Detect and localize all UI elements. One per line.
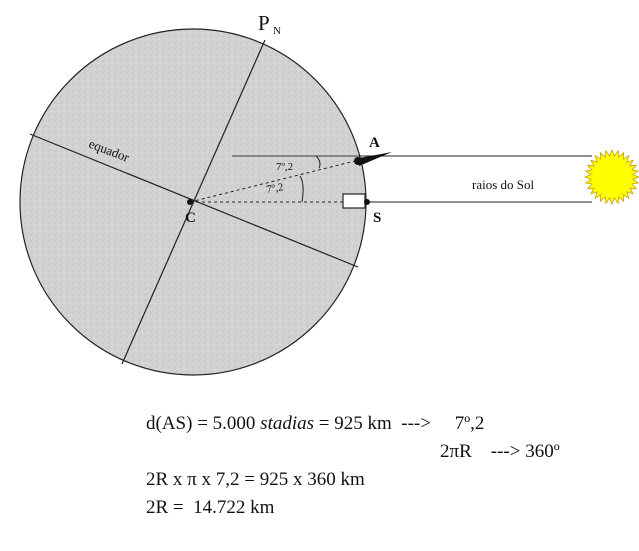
point-a-dot <box>354 157 362 165</box>
point-s-dot <box>364 199 370 205</box>
equation-line-2: 2πR ---> 360º <box>440 441 560 462</box>
polar-axis <box>121 39 266 365</box>
angle-arc-center <box>299 175 304 203</box>
north-pole-subscript: N <box>273 25 281 37</box>
center-dot <box>187 199 193 205</box>
sun-rays-label: raios do Sol <box>472 177 535 192</box>
point-s-label: S <box>373 210 381 226</box>
angle-label-a: 7º,2 <box>276 161 293 173</box>
angle-arc-a <box>315 155 321 169</box>
sun-icon <box>583 148 639 206</box>
point-a-label: A <box>369 135 380 151</box>
equation-line-1-c: = 925 km ---> 7º,2 <box>314 413 485 434</box>
well-s <box>342 193 366 209</box>
gnomon-a <box>359 152 392 166</box>
sun-core <box>593 158 631 196</box>
radius-to-a <box>189 159 360 203</box>
north-pole-label: P <box>258 11 270 35</box>
equator-line <box>29 133 359 268</box>
equation-line-1: d(AS) = 5.000 stadias = 925 km ---> 7º,2 <box>146 413 484 435</box>
center-label: C <box>185 210 196 226</box>
equation-line-3: 2R x π x 7,2 = 925 x 360 km <box>146 469 365 490</box>
equation-line-1-a: d(AS) = 5.000 <box>146 413 261 434</box>
equation-line-1-stadias: stadias <box>260 413 315 434</box>
equation-line-4: 2R = 14.722 km <box>146 497 275 518</box>
angle-label-center: 7º,2 <box>265 181 284 196</box>
